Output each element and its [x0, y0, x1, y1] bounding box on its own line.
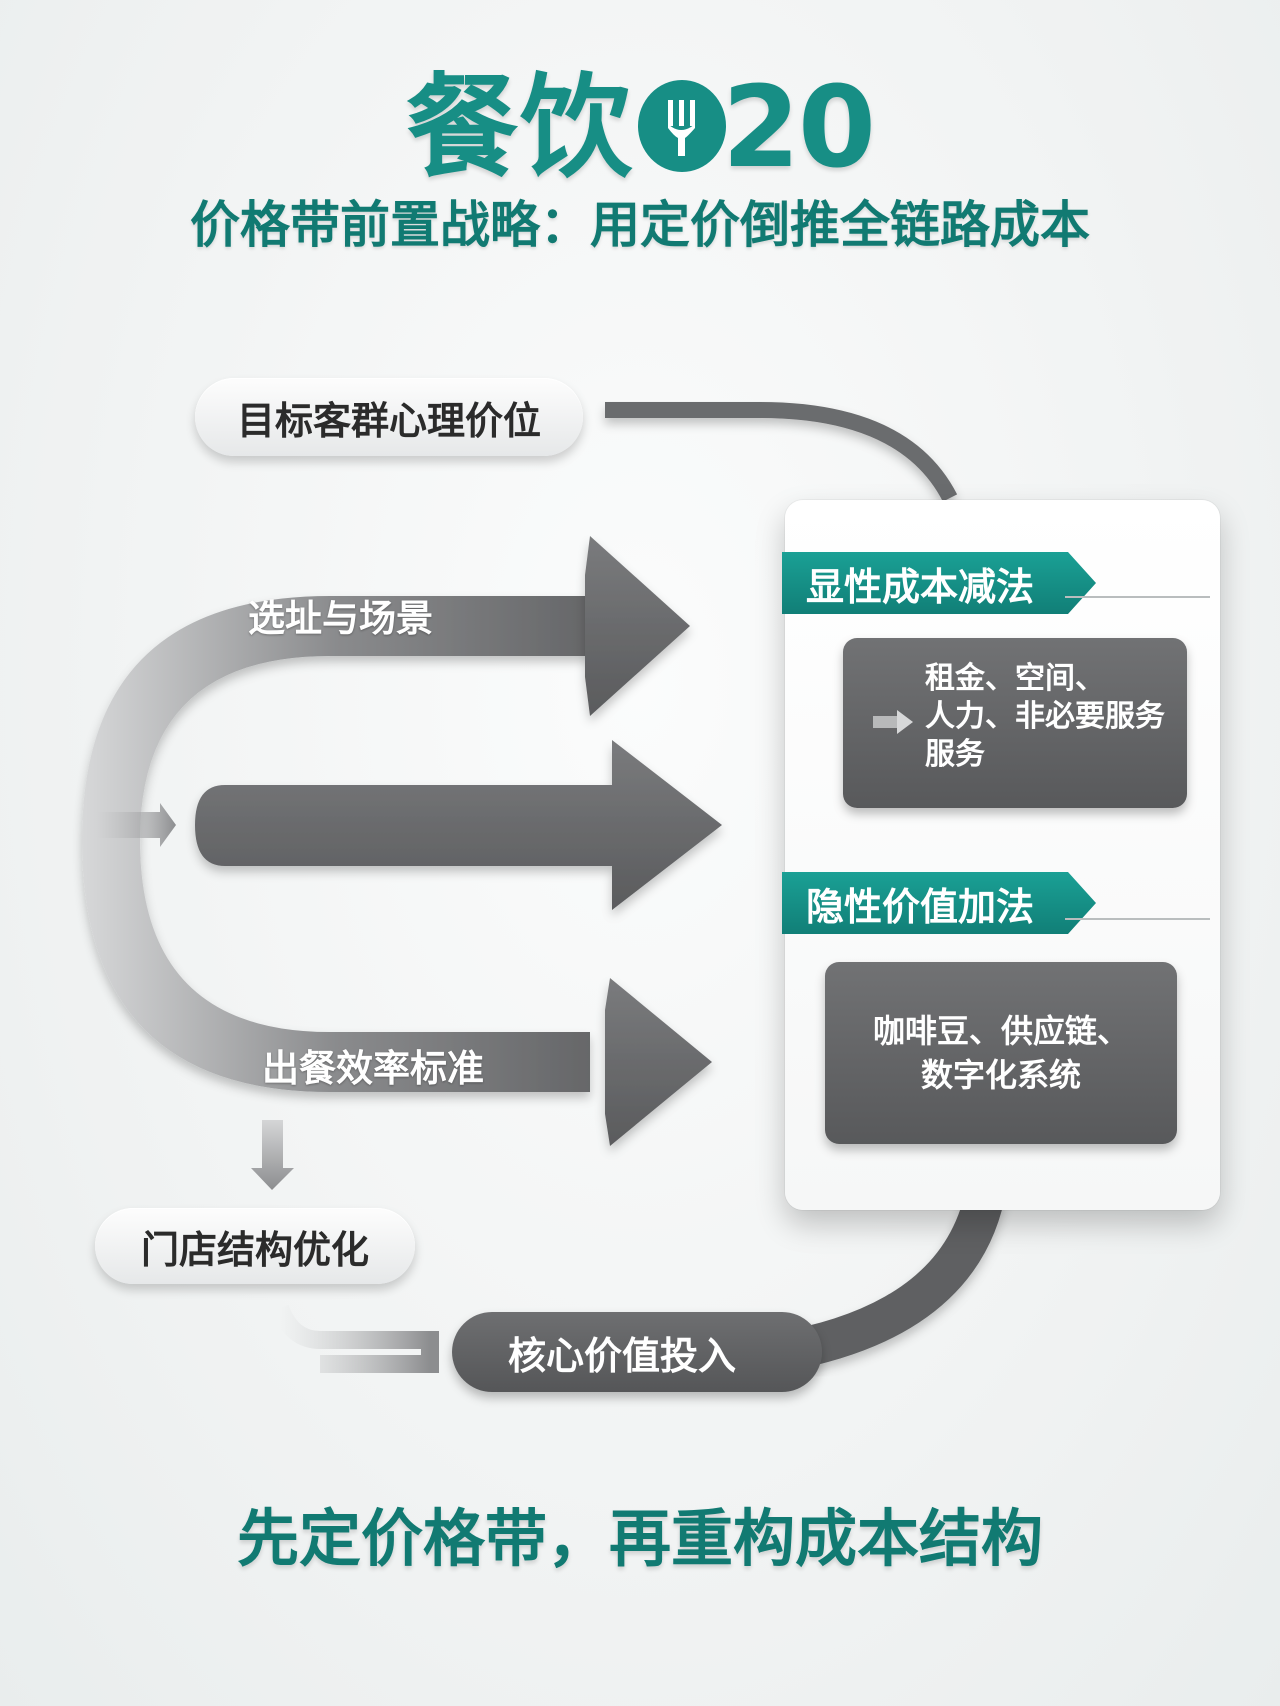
- arrow-serving-efficiency: [605, 978, 712, 1146]
- label-serving-efficiency: 出餐效率标准: [262, 1047, 484, 1090]
- arrow-middle: [195, 740, 722, 910]
- middle-lead-in: [96, 803, 176, 847]
- explicit-line: 租金、空间、: [925, 661, 1105, 696]
- tag-explicit-cost: 显性成本减法: [782, 552, 1096, 614]
- node-target-price: 目标客群心理价位: [195, 378, 583, 456]
- connector-top: [605, 402, 958, 502]
- explicit-cost-text: 租金、空间、 人力、非必要服务 服务: [925, 660, 1165, 774]
- label-site-scene: 选址与场景: [248, 597, 433, 640]
- connector-bottom: [600, 1190, 1005, 1366]
- label-blurred: [240, 800, 470, 840]
- fork-icon: [638, 80, 727, 172]
- tag-implicit-value: 隐性价值加法: [782, 872, 1096, 934]
- arrow-site-scene: [585, 536, 690, 716]
- implicit-line: 数字化系统: [920, 1056, 1081, 1094]
- implicit-line: 咖啡豆、供应链、: [872, 1012, 1129, 1050]
- explicit-cost-box: 租金、空间、 人力、非必要服务 服务: [843, 638, 1187, 808]
- subtitle: 价格带前置战略：用定价倒推全链路成本: [190, 196, 1090, 254]
- u-loop-connector: [82, 596, 590, 1092]
- implicit-value-text: 咖啡豆、供应链、 数字化系统: [873, 1009, 1129, 1097]
- title-suffix: 20: [722, 63, 876, 193]
- page-title: 餐饮 20: [0, 72, 1280, 184]
- tag-divider: [1065, 918, 1210, 920]
- implicit-value-box: 咖啡豆、供应链、 数字化系统: [825, 962, 1177, 1144]
- node-store-structure: 门店结构优化: [95, 1208, 415, 1284]
- explicit-line: 人力、非必要服务: [925, 699, 1165, 734]
- node-core-value: 核心价值投入: [452, 1312, 822, 1392]
- explicit-line: 服务: [925, 737, 985, 772]
- tag-divider: [1065, 596, 1210, 598]
- cost-card: 显性成本减法 租金、空间、 人力、非必要服务 服务 隐性价值加法 咖啡豆、供应链…: [785, 500, 1220, 1210]
- title-prefix: 餐饮: [406, 63, 635, 193]
- core-lead-in: [271, 1304, 439, 1373]
- bullet-arrow-icon: [873, 710, 913, 734]
- footer-slogan: 先定价格带，再重构成本结构: [236, 1502, 1043, 1575]
- down-arrow: [251, 1120, 294, 1190]
